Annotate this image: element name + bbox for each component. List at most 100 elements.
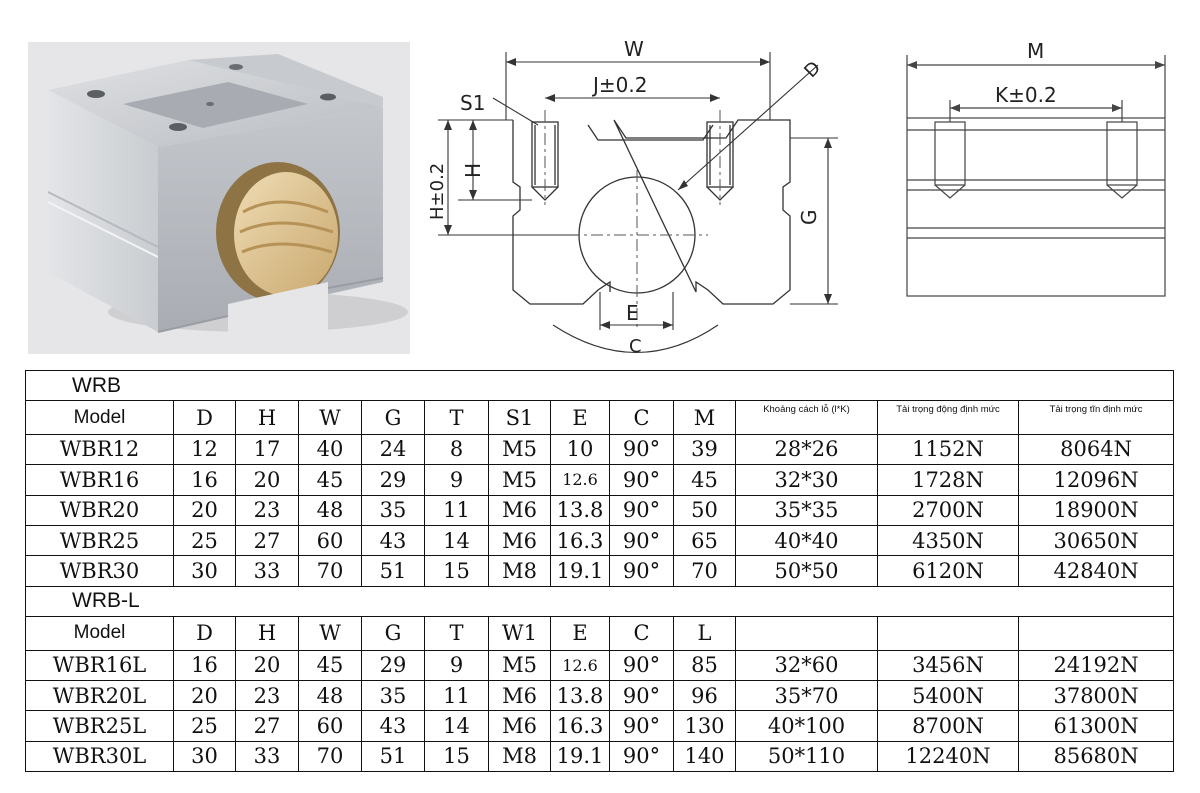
- table-cell: 17: [235, 433, 299, 466]
- dim-s1-label: S1: [460, 91, 485, 115]
- column-header: C: [609, 400, 674, 435]
- table-cell: 90°: [609, 555, 674, 587]
- front-view-drawing: W J±0.2 D S1 H±0.2 H G E C: [428, 30, 868, 360]
- table-cell: 90°: [609, 433, 674, 466]
- column-header: [877, 616, 1019, 651]
- table-cell: 32*30: [735, 464, 878, 496]
- side-view-drawing: M K±0.2: [895, 30, 1185, 310]
- table-cell: WBR12: [25, 433, 174, 466]
- table-cell: 45: [298, 649, 362, 681]
- dim-j-label: J±0.2: [591, 73, 647, 97]
- table-cell: 9: [424, 464, 489, 496]
- table-cell: 85680N: [1017, 740, 1175, 773]
- table-cell: 13.8: [550, 494, 610, 526]
- table-cell: 90°: [609, 740, 674, 773]
- table-cell: 70: [298, 740, 362, 773]
- table-cell: 45: [673, 464, 736, 496]
- side-view-svg: M K±0.2: [906, 39, 1166, 297]
- linear-bearing-block-image: [28, 42, 410, 354]
- table-cell: 90°: [609, 710, 674, 742]
- section-title-row: WRB-L: [24, 585, 1175, 618]
- table-cell: 130: [673, 710, 736, 742]
- table-cell: WBR30L: [25, 740, 174, 773]
- table-cell: 90°: [609, 524, 674, 557]
- column-header: T: [424, 616, 489, 651]
- table-cell: 40: [298, 433, 362, 466]
- table-cell: 20: [173, 494, 236, 526]
- table-cell: WBR25L: [25, 710, 174, 742]
- table-cell: 51: [361, 740, 425, 773]
- table-cell: 42840N: [1017, 555, 1175, 587]
- table-cell: WBR16L: [25, 649, 174, 681]
- column-header: C: [609, 616, 674, 651]
- table-cell: 16.3: [550, 524, 610, 557]
- column-header: Khoảng cách lỗ (l*K): [735, 400, 878, 435]
- table-cell: 61300N: [1017, 710, 1175, 742]
- table-cell: 51: [361, 555, 425, 587]
- table-cell: 29: [361, 464, 425, 496]
- section-title: WRB: [24, 369, 1175, 402]
- table-cell: 96: [673, 679, 736, 712]
- dim-g-label: G: [797, 210, 821, 226]
- table-cell: 30: [173, 740, 236, 773]
- table-cell: M8: [488, 740, 551, 773]
- table-cell: 48: [298, 679, 362, 712]
- table-cell: 45: [298, 464, 362, 496]
- table-cell: 90°: [609, 464, 674, 496]
- dim-m-label: M: [1027, 39, 1044, 63]
- section-title: WRB-L: [24, 585, 1175, 618]
- table-cell: 39: [673, 433, 736, 466]
- table-cell: 90°: [609, 679, 674, 712]
- column-header: E: [550, 400, 610, 435]
- dim-h-label: H: [461, 163, 485, 178]
- table-cell: 20: [173, 679, 236, 712]
- table-cell: 11: [424, 494, 489, 526]
- table-cell: WBR25: [25, 524, 174, 557]
- table-cell: WBR20: [25, 494, 174, 526]
- table-cell: 4350N: [877, 524, 1019, 557]
- table-cell: M5: [488, 433, 551, 466]
- table-cell: 28*26: [735, 433, 878, 466]
- table-cell: M8: [488, 555, 551, 587]
- table-cell: 12.6: [550, 464, 610, 496]
- column-header: E: [550, 616, 610, 651]
- table-cell: 2700N: [877, 494, 1019, 526]
- column-header: [735, 616, 878, 651]
- table-cell: 20: [235, 464, 299, 496]
- table-cell: 6120N: [877, 555, 1019, 587]
- table-cell: 25: [173, 710, 236, 742]
- table-cell: 37800N: [1017, 679, 1175, 712]
- table-cell: 30650N: [1017, 524, 1175, 557]
- table-cell: M5: [488, 464, 551, 496]
- table-cell: 3456N: [877, 649, 1019, 681]
- table-cell: 8: [424, 433, 489, 466]
- table-cell: 18900N: [1017, 494, 1175, 526]
- table-cell: 24192N: [1017, 649, 1175, 681]
- table-cell: 23: [235, 494, 299, 526]
- table-cell: 12096N: [1017, 464, 1175, 496]
- column-header: W: [298, 400, 362, 435]
- table-cell: 27: [235, 524, 299, 557]
- column-header: M: [673, 400, 736, 435]
- column-header: S1: [488, 400, 551, 435]
- table-cell: 8700N: [877, 710, 1019, 742]
- table-cell: 12: [173, 433, 236, 466]
- table-cell: 60: [298, 710, 362, 742]
- table-cell: 140: [673, 740, 736, 773]
- table-cell: 40*40: [735, 524, 878, 557]
- table-cell: WBR16: [25, 464, 174, 496]
- column-header: Tải trọng tĩn định mức: [1017, 400, 1175, 435]
- dim-e-label: E: [626, 301, 639, 325]
- table-cell: 16: [173, 649, 236, 681]
- table-cell: 16: [173, 464, 236, 496]
- table-cell: 33: [235, 740, 299, 773]
- table-cell: 14: [424, 524, 489, 557]
